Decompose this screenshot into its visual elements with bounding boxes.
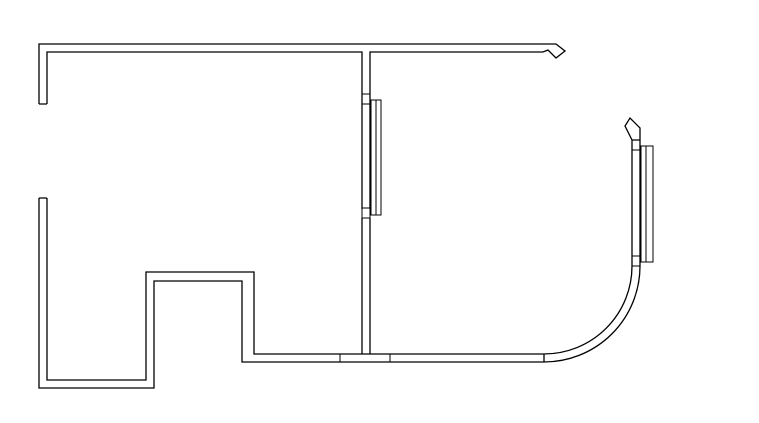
top-wall: [38, 43, 567, 209]
center-wall-lower: [361, 218, 371, 354]
left-and-bottom-wall: [38, 197, 544, 389]
right-wall-sliding-door: [631, 139, 654, 267]
center-wall-sliding-door: [361, 93, 382, 219]
doorway-bottom-center: [339, 353, 391, 362]
curved-corner-wall: [543, 265, 641, 363]
